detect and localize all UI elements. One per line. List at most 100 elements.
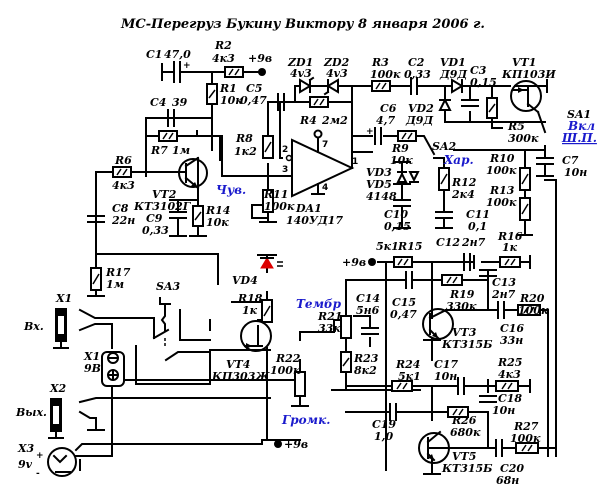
power-jack-X3[interactable] bbox=[47, 447, 77, 477]
label-C15: C15 bbox=[392, 296, 416, 309]
label-C1: C1 bbox=[146, 48, 162, 61]
value-C3: 0,15 bbox=[470, 76, 497, 89]
label-C17: C17 bbox=[434, 358, 458, 371]
resistor-R24 bbox=[391, 380, 413, 392]
label-C13: C13 bbox=[492, 276, 516, 289]
capacitor-C15 bbox=[405, 271, 413, 289]
value-C18: 10н bbox=[492, 404, 515, 417]
label-R18: R18 bbox=[237, 292, 263, 305]
capacitor-C2 bbox=[410, 77, 418, 95]
resistor-R4 bbox=[309, 96, 329, 108]
capacitor-C10 bbox=[393, 199, 411, 229]
capacitor-C1: + bbox=[173, 61, 191, 83]
value-R22: 100к bbox=[270, 364, 301, 377]
label-output: Вых. bbox=[15, 406, 47, 419]
value-R27: 100к bbox=[510, 432, 541, 445]
value-R20-label: 100к bbox=[518, 304, 549, 317]
value-C1: 47,0 bbox=[164, 48, 191, 61]
label-R5: R5 bbox=[507, 120, 525, 133]
label-C3: C3 bbox=[470, 64, 487, 77]
value-C15: 0,47 bbox=[390, 308, 417, 321]
value-R26: 680к bbox=[450, 426, 481, 439]
label-VD5: VD5 bbox=[366, 178, 392, 191]
resistor-R2 bbox=[224, 66, 244, 78]
value-R5: 300к bbox=[508, 132, 539, 145]
resistor-R26 bbox=[447, 406, 469, 418]
value-R18: 1к bbox=[242, 304, 258, 317]
potentiometer-R21[interactable] bbox=[334, 315, 352, 339]
resistor-R23 bbox=[340, 351, 352, 373]
opamp-pin-1: 1 bbox=[352, 157, 358, 167]
jack-X2-output[interactable] bbox=[48, 398, 64, 439]
value-R19: 330к bbox=[446, 300, 477, 313]
label-R8: R8 bbox=[235, 132, 253, 145]
resistor-R19 bbox=[441, 274, 463, 286]
value-C10: 0,15 bbox=[384, 220, 411, 233]
value-C7: 10н bbox=[564, 166, 587, 179]
label-SA1-mode[interactable]: Ш.П. bbox=[561, 131, 597, 145]
label-C11: C11 bbox=[466, 208, 490, 221]
value-R14: 10к bbox=[206, 216, 229, 229]
power-label-top: +9в bbox=[248, 52, 272, 65]
value-C4: 39 bbox=[172, 96, 188, 109]
value-VT3: КТ315Б bbox=[441, 338, 493, 351]
power-label-bottom: +9в bbox=[284, 438, 308, 451]
potentiometer-R22[interactable] bbox=[288, 371, 306, 397]
value-R11: 100к bbox=[264, 200, 295, 213]
label-DA1: DA1 bbox=[295, 202, 322, 215]
value-X1-battery: 9В bbox=[84, 362, 101, 375]
capacitor-C13 bbox=[479, 269, 497, 277]
resistor-R8 bbox=[262, 135, 274, 159]
capacitor-C12 bbox=[463, 253, 471, 271]
label-C5: C5 bbox=[246, 82, 262, 95]
value-VT5: КТ315Б bbox=[441, 462, 493, 475]
value-VT2: КТ3102Г bbox=[133, 200, 192, 213]
label-X3: X3 bbox=[17, 442, 35, 455]
label-R15: R15 bbox=[397, 240, 422, 253]
value-VD1: Д9Д bbox=[439, 68, 467, 81]
label-VT3: VT3 bbox=[452, 326, 477, 339]
resistor-R16 bbox=[499, 255, 531, 269]
capacitor-C11 bbox=[435, 211, 453, 229]
zener-ZD2 bbox=[323, 78, 339, 96]
label-R9: R9 bbox=[391, 142, 409, 155]
value-C16: 33н bbox=[500, 334, 523, 347]
capacitor-C5 bbox=[277, 93, 285, 111]
svg-text:+: + bbox=[183, 61, 191, 71]
label-VT2: VT2 bbox=[152, 188, 177, 201]
value-R15: 5к1 bbox=[376, 240, 399, 253]
label-R4: R4 bbox=[299, 114, 317, 127]
label-C19: C19 bbox=[372, 418, 396, 431]
resistor-R1 bbox=[206, 83, 218, 105]
label-C18: C18 bbox=[498, 392, 522, 405]
value-C11: 0,1 bbox=[468, 220, 487, 233]
opamp-pin-3: 3 bbox=[282, 165, 288, 175]
opamp-pin-2: 2 bbox=[282, 145, 288, 155]
jack-X1-input[interactable] bbox=[53, 308, 69, 349]
label-R13: R13 bbox=[489, 184, 515, 197]
label-R20: R20 bbox=[519, 292, 545, 305]
label-SA2-char[interactable]: Хар. bbox=[443, 153, 474, 167]
value-C8: 22н bbox=[111, 214, 135, 227]
switch-SA3[interactable] bbox=[159, 297, 171, 346]
transistor-VT2 bbox=[177, 156, 208, 190]
capacitor-C18 bbox=[479, 395, 497, 403]
value-R1: 10к bbox=[220, 94, 243, 107]
label-C14: C14 bbox=[356, 292, 380, 305]
label-R3: R3 bbox=[371, 56, 389, 69]
resistor-R18 bbox=[261, 299, 273, 323]
opamp-pin-7: 7 bbox=[322, 140, 328, 150]
potentiometer-R11[interactable] bbox=[258, 189, 277, 223]
value-R9: 10к bbox=[390, 154, 413, 167]
label-R12: R12 bbox=[451, 176, 477, 189]
label-SA1: SA1 bbox=[567, 108, 591, 121]
svg-text:+: + bbox=[366, 127, 374, 137]
label-R22: R22 bbox=[275, 352, 301, 365]
resistor-R12 bbox=[438, 167, 450, 191]
label-SA2: SA2 bbox=[432, 140, 456, 153]
label-SA1-on[interactable]: Вкл bbox=[567, 119, 595, 133]
value-C14: 5н6 bbox=[356, 304, 380, 317]
label-input: Вх. bbox=[23, 320, 44, 333]
